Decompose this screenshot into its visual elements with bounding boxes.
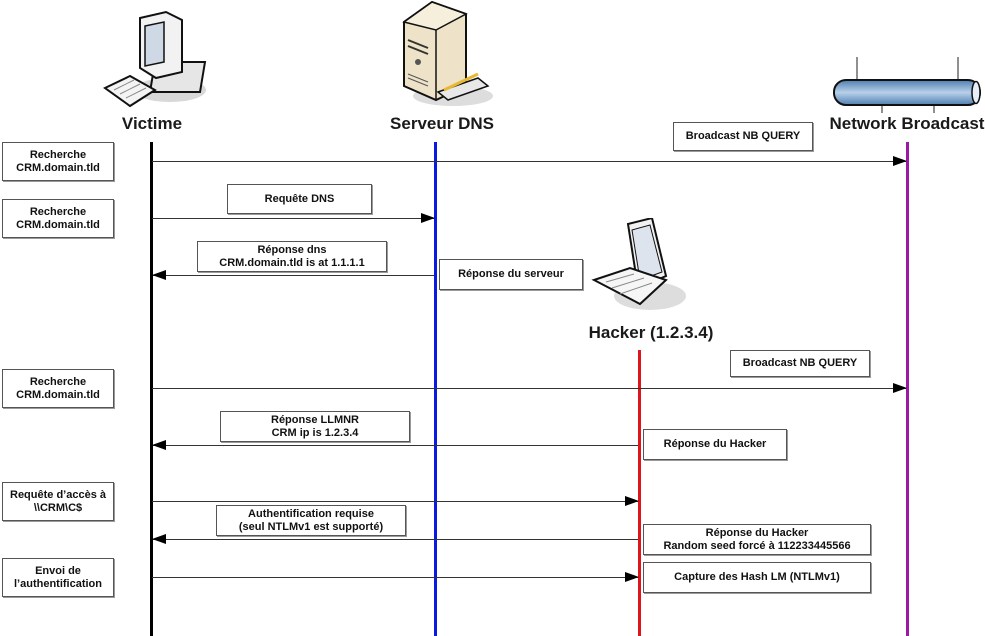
message-text: Broadcast NB QUERY: [742, 357, 858, 369]
arrow-hacker-to-victim-llmnr: [152, 440, 638, 450]
arrowhead-icon: [893, 156, 907, 166]
message-text: Réponse LLMNR: [271, 413, 359, 426]
step-box: Requête d’accès à \\CRM\C$: [2, 482, 114, 521]
message-text: Réponse dns: [257, 243, 327, 256]
note-text: Réponse du serveur: [458, 268, 564, 280]
arrowhead-icon: [625, 572, 639, 582]
message-text: CRM ip is 1.2.3.4: [271, 426, 359, 439]
step-text: Requête d’accès à: [10, 488, 106, 501]
desktop-computer-icon: [103, 10, 207, 108]
lifeline-victim: [150, 142, 153, 636]
actor-label-dns-server: Serveur DNS: [390, 114, 494, 133]
step-box: Recherche CRM.domain.tld: [2, 369, 114, 408]
arrow-dns-to-victim: [152, 270, 434, 280]
note-text: Réponse du Hacker: [663, 438, 767, 450]
arrow-victim-to-broadcast-2: [152, 383, 907, 393]
arrowhead-icon: [625, 496, 639, 506]
arrow-victim-to-broadcast: [152, 156, 907, 166]
message-text: Requête DNS: [264, 192, 335, 205]
arrowhead-icon: [152, 440, 166, 450]
step-box: Recherche CRM.domain.tld: [2, 199, 114, 238]
actor-label-hacker: Hacker (1.2.3.4): [588, 323, 714, 342]
step-text: Recherche: [29, 148, 87, 161]
message-text: CRM.domain.tld is at 1.1.1.1: [219, 256, 365, 269]
actor-label-network-broadcast: Network Broadcast: [829, 114, 985, 133]
step-text: l’authentification: [14, 577, 102, 590]
note-box: Réponse du serveur: [439, 259, 583, 290]
lifeline-network-broadcast: [906, 142, 909, 636]
message-label: Authentification requise (seul NTLMv1 es…: [216, 505, 406, 536]
laptop-icon: [591, 218, 686, 310]
message-text: Broadcast NB QUERY: [685, 130, 801, 142]
arrow-victim-to-hacker-access: [152, 496, 639, 506]
message-text: Authentification requise: [248, 507, 374, 520]
note-text: Réponse du Hacker: [705, 526, 809, 539]
note-box: Réponse du Hacker Random seed forcé à 11…: [643, 524, 871, 555]
step-text: Recherche: [29, 375, 87, 388]
arrowhead-icon: [421, 213, 435, 223]
step-text: Envoi de: [35, 564, 81, 577]
arrow-hacker-to-victim-auth: [152, 534, 638, 544]
arrow-victim-to-hacker-auth: [152, 572, 639, 582]
note-box: Capture des Hash LM (NTLMv1): [643, 562, 871, 593]
message-label: Réponse LLMNR CRM ip is 1.2.3.4: [220, 411, 410, 442]
message-label: Broadcast NB QUERY: [730, 350, 870, 377]
step-text: CRM.domain.tld: [16, 388, 100, 401]
message-text: (seul NTLMv1 est supporté): [238, 520, 384, 533]
step-text: CRM.domain.tld: [16, 161, 100, 174]
note-box: Réponse du Hacker: [643, 429, 787, 460]
lifeline-hacker: [638, 350, 641, 636]
message-label: Broadcast NB QUERY: [673, 122, 813, 151]
step-text: Recherche: [29, 205, 87, 218]
network-bus-icon: [833, 57, 981, 113]
arrowhead-icon: [152, 270, 166, 280]
actor-label-victim: Victime: [121, 114, 183, 133]
message-label: Réponse dns CRM.domain.tld is at 1.1.1.1: [197, 241, 387, 272]
note-text: Capture des Hash LM (NTLMv1): [674, 571, 840, 583]
note-text: Random seed forcé à 112233445566: [663, 539, 851, 552]
step-text: CRM.domain.tld: [16, 218, 100, 231]
arrowhead-icon: [893, 383, 907, 393]
arrowhead-icon: [152, 534, 166, 544]
lifeline-dns-server: [434, 142, 437, 636]
arrow-victim-to-dns: [152, 213, 435, 223]
step-text: \\CRM\C$: [33, 501, 83, 514]
step-box: Recherche CRM.domain.tld: [2, 142, 114, 181]
step-box: Envoi de l’authentification: [2, 558, 114, 597]
message-label: Requête DNS: [227, 184, 372, 214]
server-icon: [402, 0, 493, 106]
